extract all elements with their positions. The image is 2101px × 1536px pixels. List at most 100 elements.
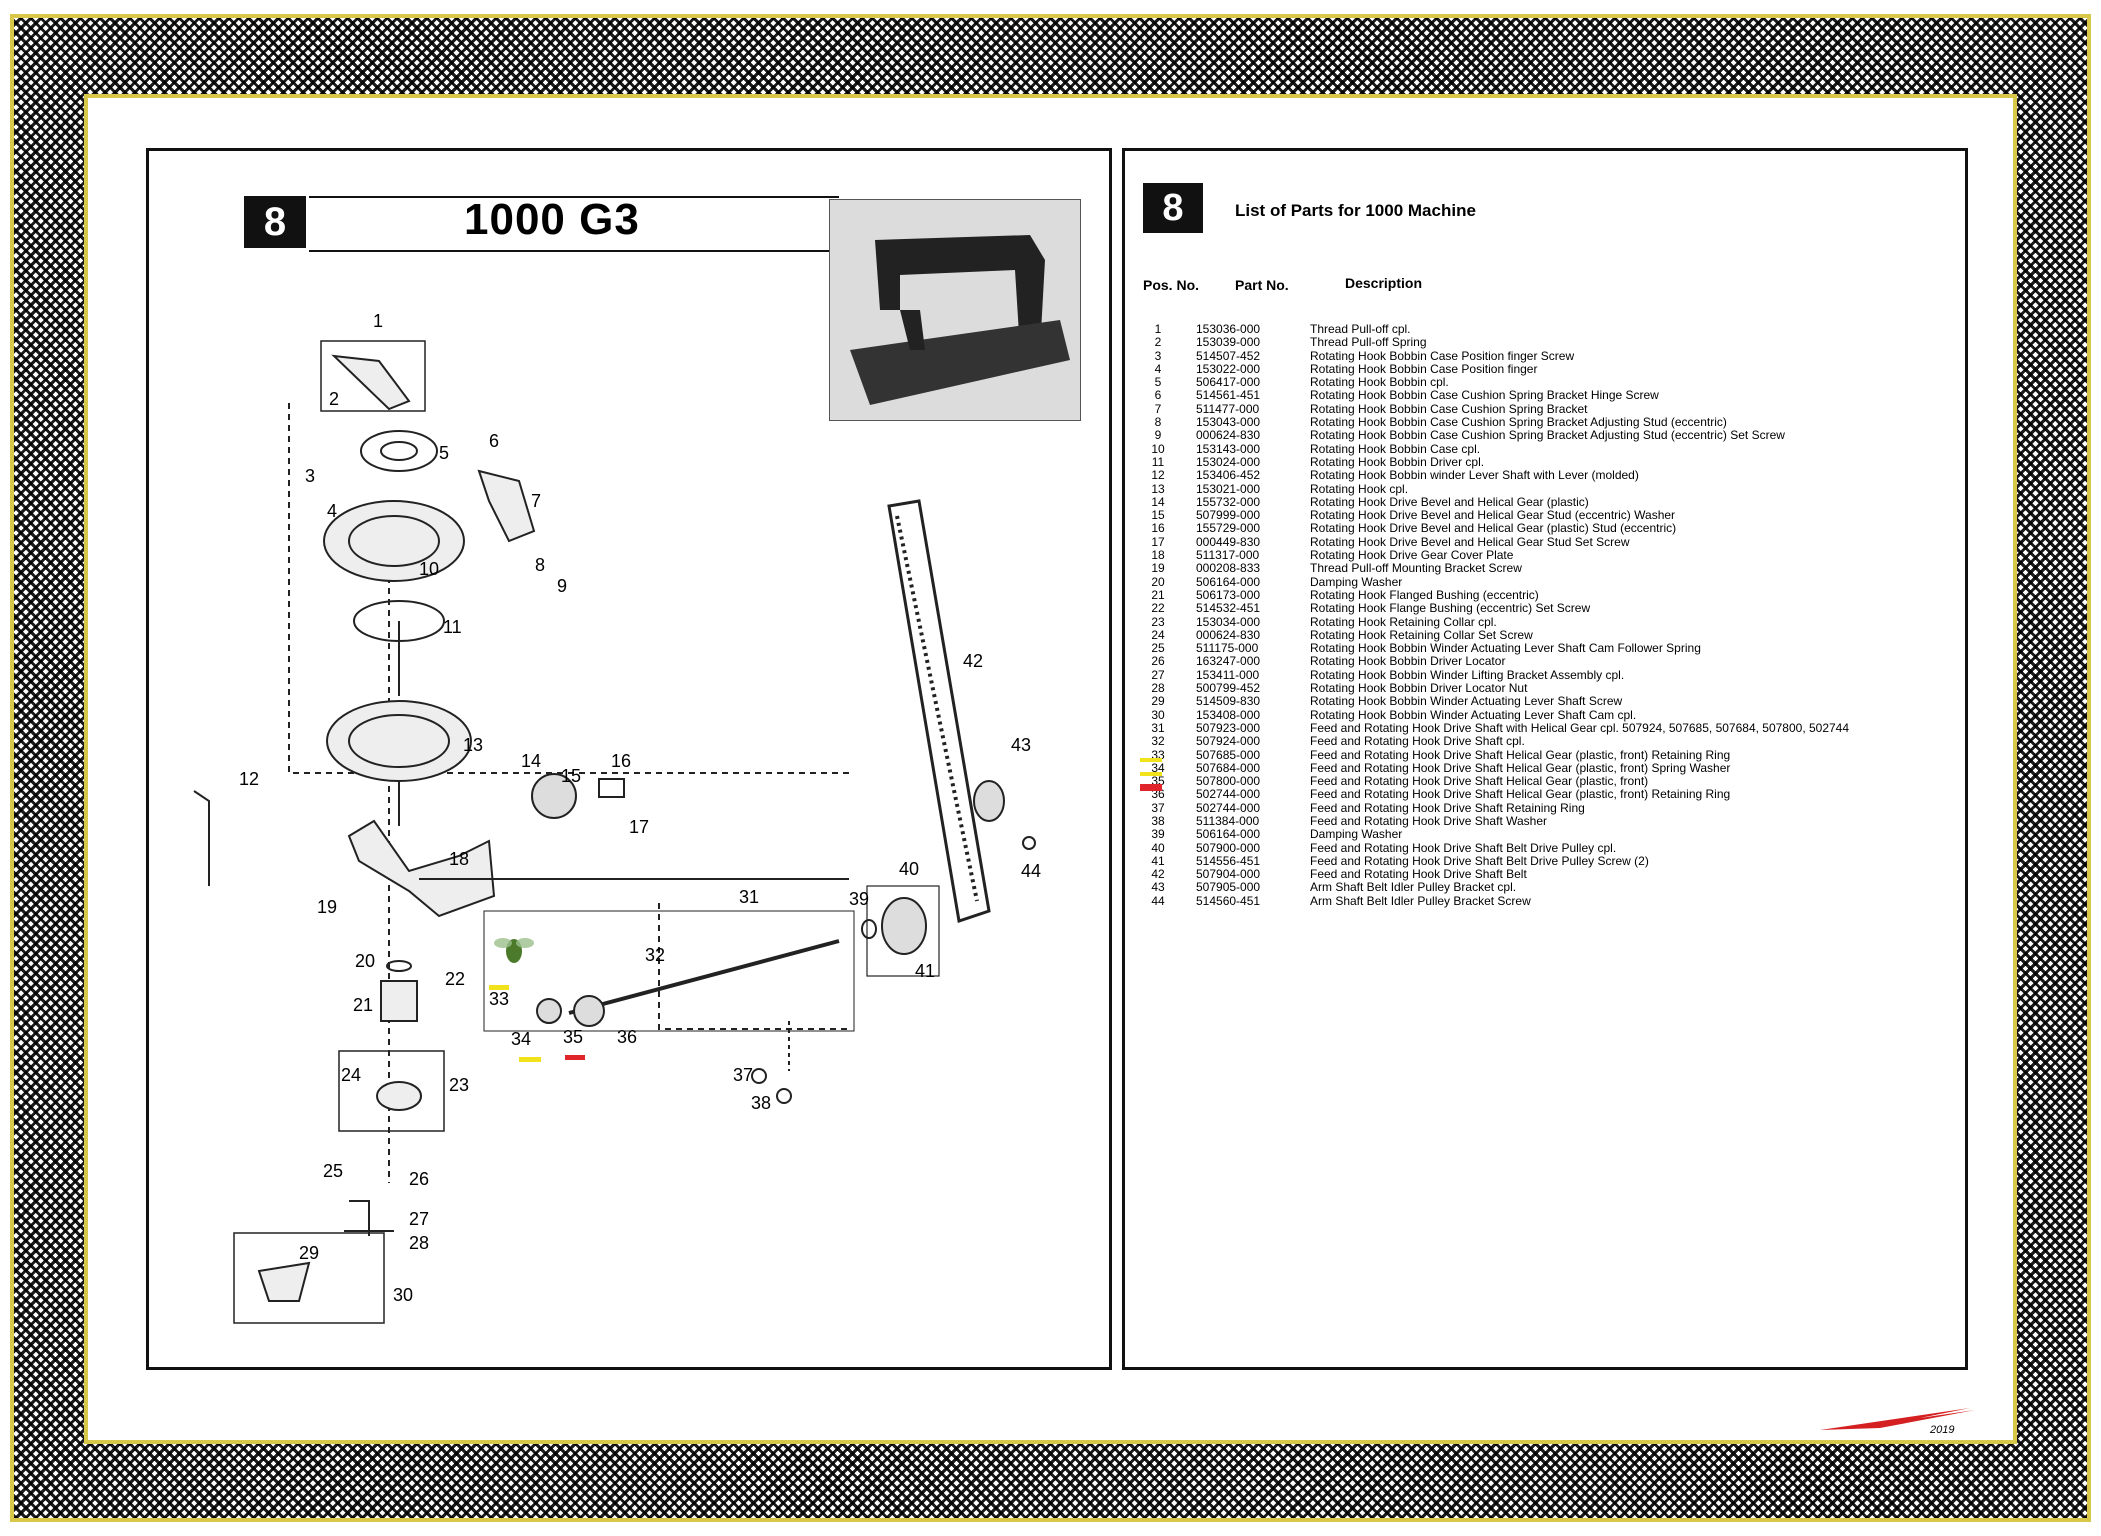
callout-37: 37 xyxy=(733,1065,754,1085)
pos-cell: 10 xyxy=(1151,441,1165,456)
part-number-cell: 153408-000 xyxy=(1196,707,1261,722)
part-number-cell: 153021-000 xyxy=(1196,481,1261,496)
part-number-cell: 511317-000 xyxy=(1196,548,1260,563)
callout-42: 42 xyxy=(963,651,984,671)
part-number-cell: 514507-452 xyxy=(1196,348,1261,363)
description-cell: Feed and Rotating Hook Drive Shaft Helic… xyxy=(1310,760,1731,775)
pos-cell: 44 xyxy=(1151,893,1165,908)
table-row: 19 000208-833 Thread Pull-off Mounting Bra… xyxy=(1130,561,1960,576)
callout-31: 31 xyxy=(739,887,760,907)
diagram-title: 1000 G3 xyxy=(464,195,640,244)
pos-cell: 11 xyxy=(1151,454,1165,469)
part-number-cell: 153411-000 xyxy=(1196,667,1260,682)
callout-22: 22 xyxy=(445,969,466,989)
pos-cell: 12 xyxy=(1151,468,1165,483)
part-number-cell: 511175-000 xyxy=(1196,641,1259,656)
signature-logo xyxy=(1820,1408,1975,1430)
part-number-cell: 153036-000 xyxy=(1196,322,1261,336)
part-number-cell: 153043-000 xyxy=(1196,415,1261,430)
pos-cell: 33 xyxy=(1151,747,1165,762)
callout-23: 23 xyxy=(449,1075,470,1095)
callout-9: 9 xyxy=(557,576,568,596)
description-cell: Feed and Rotating Hook Drive Shaft cpl. xyxy=(1310,734,1525,749)
description-cell: Thread Pull-off Mounting Bracket Screw xyxy=(1310,561,1522,576)
part-number-cell: 000624-830 xyxy=(1196,627,1261,642)
pos-cell: 26 xyxy=(1151,654,1165,669)
pos-cell: 14 xyxy=(1151,494,1165,509)
description-cell: Rotating Hook Flanged Bushing (eccentric… xyxy=(1310,587,1539,602)
callout-20: 20 xyxy=(355,951,376,971)
pos-cell: 30 xyxy=(1151,707,1165,722)
callout-25: 25 xyxy=(323,1161,344,1181)
description-cell: Arm Shaft Belt Idler Pulley Bracket Scre… xyxy=(1310,893,1531,908)
callout-33: 33 xyxy=(489,989,510,1009)
part-number-cell: 153022-000 xyxy=(1196,361,1261,376)
callout-3: 3 xyxy=(305,466,316,486)
description-cell: Rotating Hook Bobbin Case Position finge… xyxy=(1310,361,1538,376)
part-number-cell: 000208-833 xyxy=(1196,561,1261,576)
part-number-cell: 511477-000 xyxy=(1196,401,1260,416)
pos-cell: 22 xyxy=(1151,601,1165,616)
callout-16: 16 xyxy=(611,751,632,771)
callout-7: 7 xyxy=(531,491,542,511)
description-cell: Rotating Hook Bobbin Winder Lifting Brac… xyxy=(1310,667,1625,682)
description-cell: Rotating Hook Bobbin Case cpl. xyxy=(1310,441,1481,456)
part-number-cell: 511384-000 xyxy=(1196,813,1260,828)
pos-cell: 19 xyxy=(1151,561,1165,576)
description-cell: Feed and Rotating Hook Drive Shaft with … xyxy=(1310,720,1850,735)
callout-5: 5 xyxy=(439,443,450,463)
pos-cell: 8 xyxy=(1154,415,1162,430)
callout-2: 2 xyxy=(329,389,340,409)
pos-cell: 3 xyxy=(1154,348,1162,363)
exploded-parts-drawing xyxy=(193,340,1036,1324)
callout-10: 10 xyxy=(419,559,440,579)
table-row: 3 514507-452 Rotating Hook Bobbin Case Pos… xyxy=(1130,348,1960,363)
callout-13: 13 xyxy=(463,735,484,755)
part-number-cell: 000624-830 xyxy=(1196,428,1261,443)
pos-cell: 28 xyxy=(1151,681,1165,696)
pos-cell: 16 xyxy=(1151,521,1165,536)
part-number-cell: 514561-451 xyxy=(1196,388,1261,403)
table-row: 25 511175-000 Rotating Hook Bobbin Winder … xyxy=(1130,641,1960,656)
pos-cell: 6 xyxy=(1154,388,1162,403)
description-cell: Rotating Hook Bobbin Case Cushion Spring… xyxy=(1310,401,1588,416)
description-cell: Rotating Hook Drive Bevel and Helical Ge… xyxy=(1310,508,1676,523)
pos-cell: 29 xyxy=(1151,694,1165,709)
description-cell: Rotating Hook Bobbin Case Position finge… xyxy=(1310,348,1575,363)
pos-cell: 38 xyxy=(1151,813,1165,828)
pos-cell: 34 xyxy=(1151,760,1165,775)
description-cell: Rotating Hook Bobbin Driver Locator xyxy=(1310,654,1506,669)
callout-29: 29 xyxy=(299,1243,320,1263)
part-number-cell: 507905-000 xyxy=(1196,880,1261,895)
callout-27: 27 xyxy=(409,1209,430,1229)
callout-6: 6 xyxy=(489,431,500,451)
description-cell: Feed and Rotating Hook Drive Shaft Belt … xyxy=(1310,840,1617,855)
description-cell: Thread Pull-off cpl. xyxy=(1310,322,1411,336)
part-number-cell: 506164-000 xyxy=(1196,574,1261,589)
signature-year: 2019 xyxy=(1930,1424,1955,1436)
pos-cell: 9 xyxy=(1154,428,1162,443)
callout-35: 35 xyxy=(563,1027,584,1047)
pos-cell: 25 xyxy=(1151,641,1165,656)
description-cell: Rotating Hook Bobbin Winder Actuating Le… xyxy=(1310,641,1701,656)
row-highlight-34 xyxy=(1140,772,1162,776)
description-cell: Rotating Hook Bobbin winder Lever Shaft … xyxy=(1310,468,1639,483)
